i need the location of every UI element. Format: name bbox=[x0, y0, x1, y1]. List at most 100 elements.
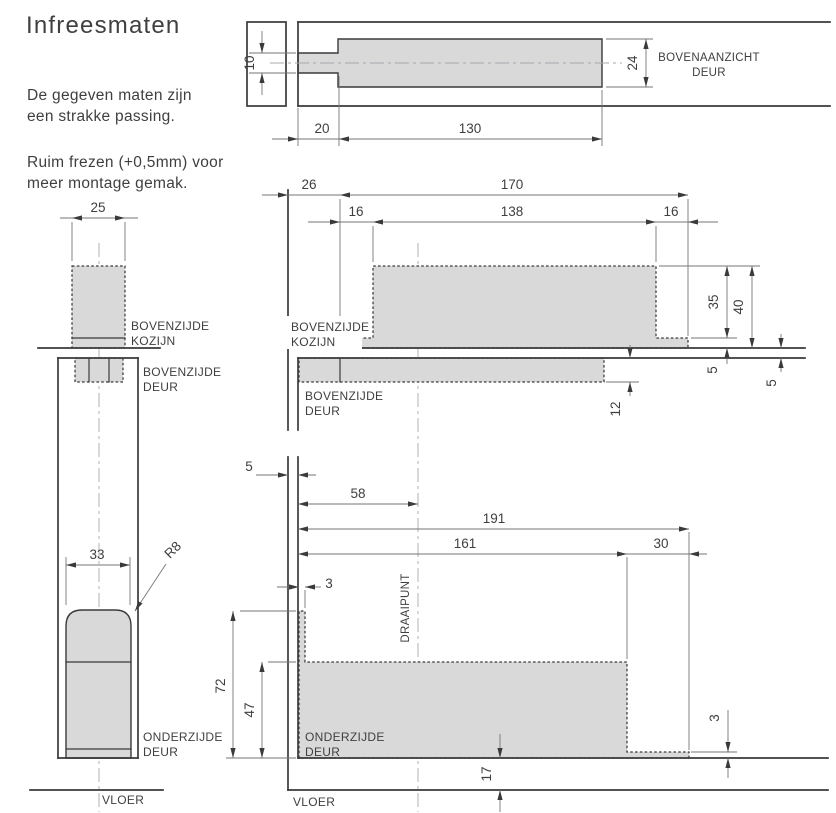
dim-text: 161 bbox=[454, 536, 477, 551]
dim-arrow bbox=[135, 601, 143, 611]
dim-text: 170 bbox=[501, 177, 524, 192]
dim-arrow bbox=[298, 551, 308, 557]
dim-arrow bbox=[725, 742, 731, 752]
dim-text: 130 bbox=[459, 121, 482, 136]
dim-arrow bbox=[646, 219, 656, 225]
kozijn-profile bbox=[246, 21, 287, 107]
label-vloer: VLOER bbox=[293, 795, 335, 809]
note-line: Ruim frezen (+0,5mm) voor bbox=[27, 154, 224, 171]
dim-arrow bbox=[688, 219, 698, 225]
dim-arrow bbox=[497, 790, 503, 800]
dim-arrow bbox=[643, 39, 649, 49]
dim-arrow bbox=[627, 348, 633, 358]
dim-text: 30 bbox=[653, 536, 668, 551]
dim-text: 26 bbox=[301, 177, 316, 192]
dim-text: R8 bbox=[161, 538, 184, 561]
dim-arrow bbox=[679, 526, 689, 532]
dim-arrow bbox=[278, 472, 288, 478]
dim-arrow bbox=[278, 192, 288, 198]
dim-arrow bbox=[259, 748, 265, 758]
dim-arrow bbox=[678, 192, 688, 198]
dim-arrow bbox=[72, 215, 82, 221]
dim-arrow bbox=[288, 136, 298, 142]
side-view-bottom: 33 R8 ONDERZIJDE DEUR VLOER bbox=[29, 538, 223, 807]
dim-text: 5 bbox=[245, 459, 253, 474]
dim-arrow bbox=[340, 192, 350, 198]
dim-arrow bbox=[259, 43, 265, 53]
dim-arrow bbox=[725, 758, 731, 768]
kozijn-pocket-front bbox=[339, 265, 689, 349]
dim-arrow bbox=[778, 358, 784, 368]
dim-arrow bbox=[749, 338, 755, 348]
label-onderzijde-deur: DEUR bbox=[143, 745, 178, 759]
page-title: Infreesmaten bbox=[26, 12, 180, 39]
dim-arrow bbox=[627, 382, 633, 392]
label-vloer: VLOER bbox=[102, 793, 144, 807]
label-bovenzijde-deur: BOVENZIJDE bbox=[143, 365, 221, 379]
top-view: 10 20 130 24 BOVENAANZICHT DEUR bbox=[242, 21, 831, 146]
label-onderzijde-deur: ONDERZIJDE bbox=[143, 730, 223, 744]
dim-arrow bbox=[230, 611, 236, 621]
dim-text: 191 bbox=[483, 511, 506, 526]
label-bovenzijde-deur: DEUR bbox=[305, 404, 340, 418]
door-pocket-front bbox=[298, 357, 605, 383]
dim-arrow bbox=[724, 348, 730, 358]
dim-arrow bbox=[330, 219, 340, 225]
front-view-bottom: 5 58 191 161 30 3 72 4 bbox=[213, 456, 829, 812]
dim-text: 17 bbox=[479, 766, 494, 781]
dim-arrow bbox=[749, 266, 755, 276]
dim-arrow bbox=[778, 338, 784, 348]
dim-arrow bbox=[617, 551, 627, 557]
milled-slot-bottom-side bbox=[65, 609, 132, 759]
dim-arrow bbox=[408, 501, 418, 507]
dim-text: 3 bbox=[325, 576, 333, 591]
dim-arrow bbox=[289, 584, 299, 590]
dim-text: 138 bbox=[501, 204, 524, 219]
dim-arrow bbox=[66, 562, 76, 568]
dim-text: 35 bbox=[706, 294, 721, 309]
dim-arrow bbox=[259, 73, 265, 83]
side-view-top: 25 BOVENZIJDE KOZIJN BOVENZIJDE DEUR bbox=[37, 200, 221, 812]
dim-arrow bbox=[373, 219, 383, 225]
dim-text: 24 bbox=[625, 55, 640, 71]
dim-text: 20 bbox=[314, 121, 329, 136]
label-background bbox=[287, 316, 362, 349]
dim-text: 72 bbox=[213, 678, 228, 693]
dim-text: 33 bbox=[89, 547, 104, 562]
dim-text: 5 bbox=[764, 379, 779, 387]
door-pocket-bottom-front bbox=[298, 610, 690, 759]
kozijn-pocket-side bbox=[71, 265, 126, 349]
dim-text: 16 bbox=[348, 204, 363, 219]
label-bovenzijde-kozijn: BOVENZIJDE bbox=[291, 320, 369, 334]
label-bovenzijde-deur: BOVENZIJDE bbox=[305, 389, 383, 403]
dim-arrow bbox=[497, 748, 503, 758]
dim-text: 16 bbox=[663, 204, 678, 219]
dim-arrow bbox=[689, 551, 699, 557]
dim-arrow bbox=[259, 662, 265, 672]
dim-arrow bbox=[298, 526, 308, 532]
dim-text: 5 bbox=[705, 366, 720, 374]
label-onderzijde-deur: DEUR bbox=[305, 745, 340, 759]
view-label: BOVENAANZICHT bbox=[658, 52, 760, 64]
dim-text: 58 bbox=[350, 486, 365, 501]
label-onderzijde-deur: ONDERZIJDE bbox=[305, 730, 385, 744]
label-draaipunt: DRAAIPUNT bbox=[400, 573, 412, 642]
note-line: meer montage gemak. bbox=[27, 175, 188, 192]
dim-arrow bbox=[115, 215, 125, 221]
dim-arrow bbox=[643, 77, 649, 87]
note-line: een strakke passing. bbox=[27, 108, 175, 125]
dim-text: 40 bbox=[731, 299, 746, 314]
label-bovenzijde-deur: DEUR bbox=[143, 380, 178, 394]
dim-text: 12 bbox=[608, 401, 623, 416]
dim-text: 3 bbox=[707, 714, 722, 722]
dim-text: 47 bbox=[242, 702, 257, 717]
label-bovenzijde-kozijn: BOVENZIJDE bbox=[131, 319, 209, 333]
dim-arrow bbox=[305, 584, 315, 590]
dim-arrow bbox=[724, 266, 730, 276]
dim-text: 25 bbox=[90, 200, 105, 215]
dim-arrow bbox=[298, 501, 308, 507]
label-bovenzijde-kozijn: KOZIJN bbox=[291, 335, 335, 349]
dim-arrow bbox=[592, 136, 602, 142]
label-bovenzijde-kozijn: KOZIJN bbox=[131, 334, 175, 348]
